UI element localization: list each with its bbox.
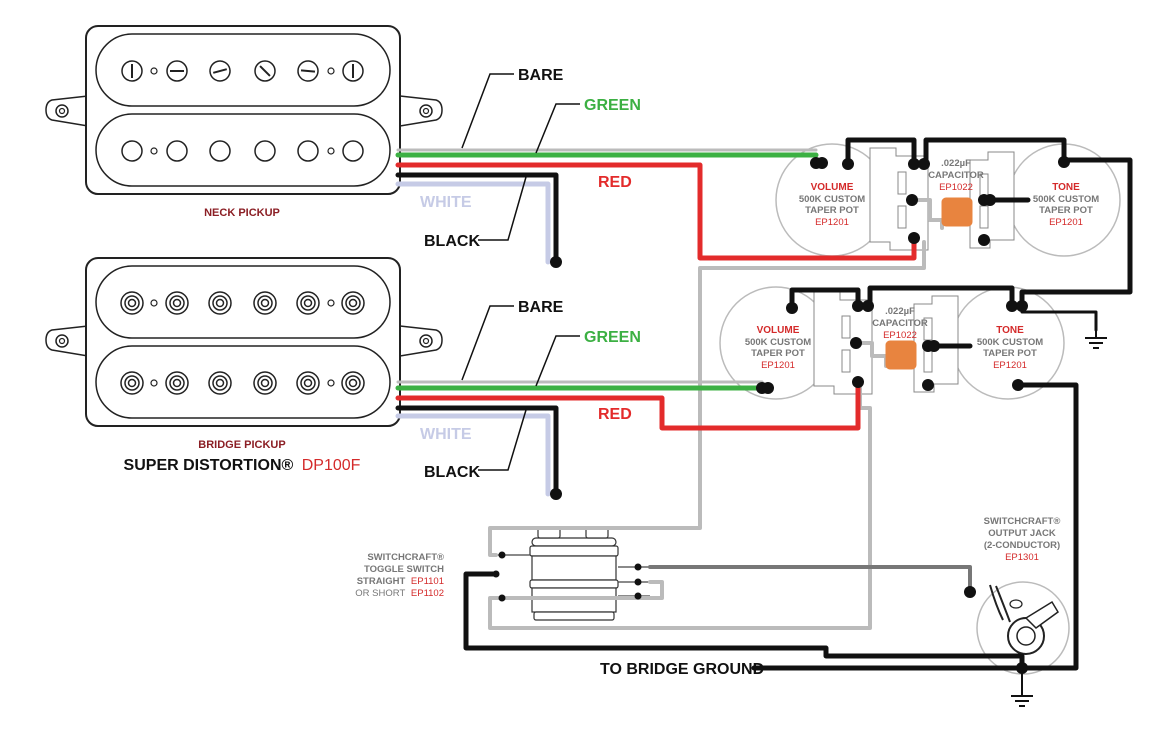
- bridge-pickup-label: BRIDGE PICKUP: [198, 439, 285, 451]
- neck-capacitor-label: .022µF CAPACITOR EP1022: [928, 158, 984, 193]
- neck-bare-label: BARE: [518, 67, 564, 84]
- toggle-switch: [496, 527, 650, 621]
- bridge-capacitor-label: .022µF CAPACITOR EP1022: [872, 306, 928, 341]
- svg-text:.022µF: .022µF: [941, 158, 971, 169]
- bridge-black-label: BLACK: [424, 464, 480, 481]
- neck-red-label: RED: [598, 174, 632, 191]
- callout-lines: [461, 73, 580, 471]
- bridge-ground-label: TO BRIDGE GROUND: [600, 661, 764, 678]
- bridge-volume-label: VOLUME 500K CUSTOM TAPER POT EP1201: [745, 325, 811, 371]
- bridge-tone-label: TONE 500K CUSTOM TAPER POT EP1201: [977, 325, 1043, 371]
- bridge-white-label: WHITE: [420, 426, 472, 443]
- svg-text:EP1201: EP1201: [993, 360, 1027, 371]
- svg-text:STRAIGHT EP1101: STRAIGHT EP1101: [357, 576, 444, 587]
- model-prefix: SUPER DISTORTION®: [124, 457, 294, 474]
- output-jack: [976, 581, 1070, 675]
- neck-pickup: [45, 25, 443, 195]
- bridge-red-label: RED: [598, 406, 632, 423]
- model-number: DP100F: [302, 457, 361, 474]
- ground-icon: [1010, 685, 1034, 707]
- svg-text:EP1201: EP1201: [1049, 217, 1083, 228]
- svg-text:CAPACITOR: CAPACITOR: [928, 170, 984, 181]
- bridge-pickup: [45, 257, 443, 427]
- svg-text:EP1201: EP1201: [761, 360, 795, 371]
- neck-volume-pot: [775, 143, 929, 257]
- solder-joints: [492, 156, 1070, 674]
- svg-text:TOGGLE SWITCH: TOGGLE SWITCH: [364, 564, 444, 575]
- svg-text:OUTPUT JACK: OUTPUT JACK: [988, 528, 1056, 539]
- neck-capacitor: [941, 197, 973, 227]
- svg-text:TAPER POT: TAPER POT: [805, 205, 859, 216]
- svg-text:TONE: TONE: [1052, 182, 1080, 193]
- svg-text:500K CUSTOM: 500K CUSTOM: [1033, 194, 1099, 205]
- neck-pickup-label: NECK PICKUP: [204, 207, 280, 219]
- svg-text:EP1022: EP1022: [939, 182, 973, 193]
- svg-text:500K CUSTOM: 500K CUSTOM: [799, 194, 865, 205]
- svg-text:EP1201: EP1201: [815, 217, 849, 228]
- svg-text:EP1301: EP1301: [1005, 552, 1039, 563]
- svg-text:(2-CONDUCTOR): (2-CONDUCTOR): [984, 540, 1060, 551]
- bridge-green-label: GREEN: [584, 329, 641, 346]
- neck-green-label: GREEN: [584, 97, 641, 114]
- ground-icon: [1084, 327, 1108, 349]
- svg-text:VOLUME: VOLUME: [757, 325, 800, 336]
- svg-text:500K CUSTOM: 500K CUSTOM: [977, 337, 1043, 348]
- svg-text:VOLUME: VOLUME: [811, 182, 854, 193]
- neck-black-label: BLACK: [424, 233, 480, 250]
- neck-white-label: WHITE: [420, 194, 472, 211]
- neck-tone-label: TONE 500K CUSTOM TAPER POT EP1201: [1033, 182, 1099, 228]
- bridge-pickup-model: SUPER DISTORTION® DP100F: [124, 457, 361, 474]
- svg-text:500K CUSTOM: 500K CUSTOM: [745, 337, 811, 348]
- svg-text:CAPACITOR: CAPACITOR: [872, 318, 928, 329]
- bridge-capacitor: [885, 340, 917, 370]
- svg-text:OR SHORT EP1102: OR SHORT EP1102: [355, 588, 444, 599]
- svg-text:EP1022: EP1022: [883, 330, 917, 341]
- wires: [395, 137, 1133, 671]
- svg-text:SWITCHCRAFT®: SWITCHCRAFT®: [367, 552, 444, 563]
- neck-volume-label: VOLUME 500K CUSTOM TAPER POT EP1201: [799, 182, 865, 228]
- svg-text:TAPER POT: TAPER POT: [751, 348, 805, 359]
- svg-text:.022µF: .022µF: [885, 306, 915, 317]
- bridge-volume-pot: [719, 286, 873, 400]
- output-jack-label: SWITCHCRAFT® OUTPUT JACK (2-CONDUCTOR) E…: [984, 516, 1061, 563]
- toggle-switch-label: SWITCHCRAFT® TOGGLE SWITCH STRAIGHT EP11…: [355, 552, 444, 599]
- svg-text:SWITCHCRAFT®: SWITCHCRAFT®: [984, 516, 1061, 527]
- svg-text:TONE: TONE: [996, 325, 1024, 336]
- svg-text:TAPER POT: TAPER POT: [983, 348, 1037, 359]
- bridge-bare-label: BARE: [518, 299, 564, 316]
- svg-text:TAPER POT: TAPER POT: [1039, 205, 1093, 216]
